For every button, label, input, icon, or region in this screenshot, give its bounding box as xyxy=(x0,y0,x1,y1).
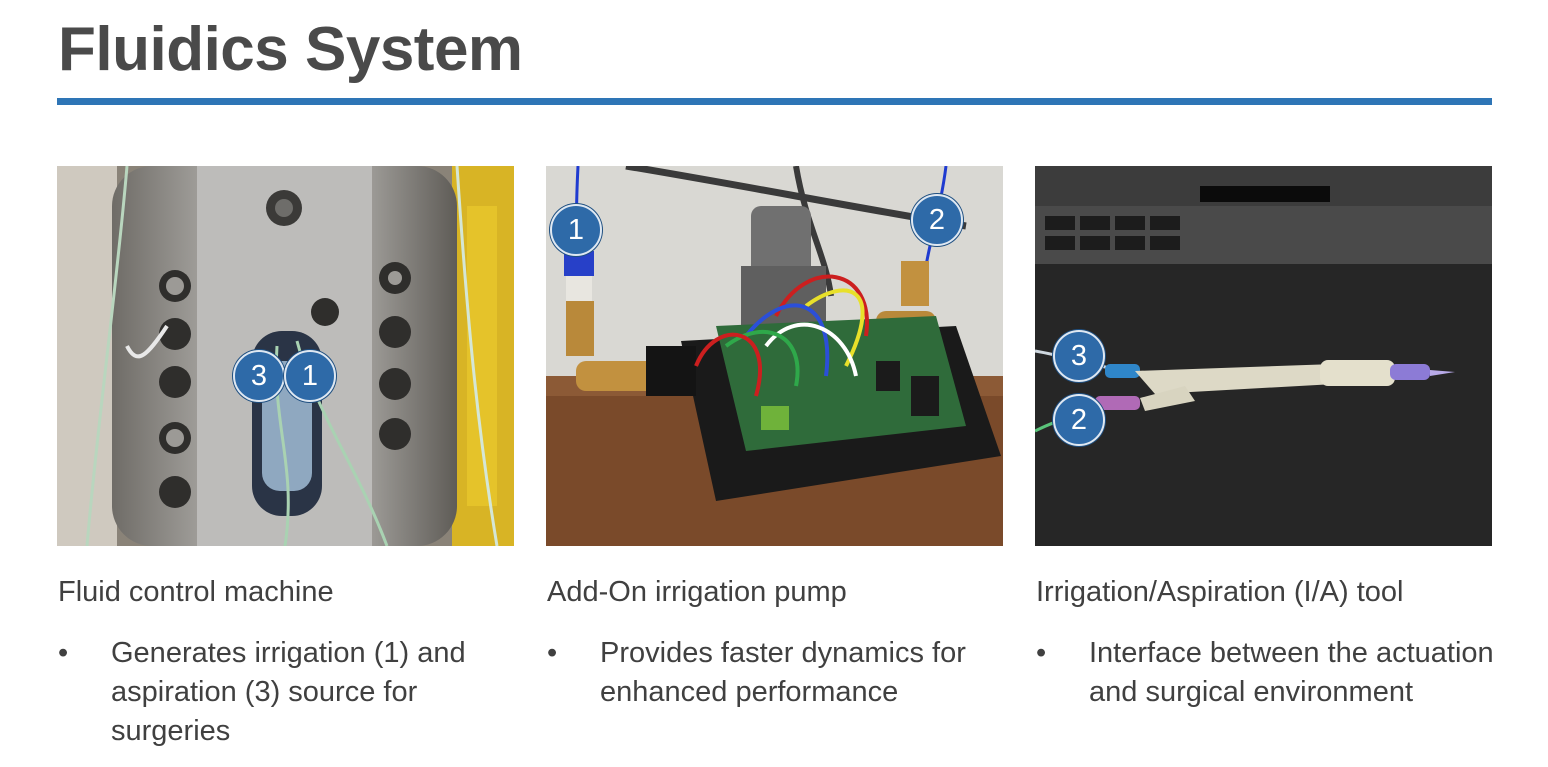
caption-fluid-control-machine: Fluid control machine xyxy=(58,576,334,608)
bullet-text: Provides faster dynamics for enhanced pe… xyxy=(600,637,966,708)
marker-aspiration: 3 xyxy=(233,350,285,402)
title-underline xyxy=(57,98,1492,105)
irrigation-pump-illustration xyxy=(546,166,1003,546)
marker-irrigation: 1 xyxy=(284,350,336,402)
column-ia-tool: 3 2 Irrigation/Aspiration (I/A) tool • I… xyxy=(1035,166,1494,708)
fluid-control-machine-photo: 3 1 xyxy=(57,166,514,546)
marker-irrigation: 2 xyxy=(1053,394,1105,446)
column-add-on-irrigation-pump: 1 2 Add-On irrigation pump • Provides fa… xyxy=(546,166,1003,708)
bullet-text: Interface between the actuation and surg… xyxy=(1089,637,1494,708)
column-fluid-control-machine: 3 1 Fluid control machine • Generates ir… xyxy=(57,166,514,747)
bullet-text: Generates irrigation (1) and aspiration … xyxy=(111,637,466,747)
fluid-control-machine-illustration xyxy=(57,166,514,546)
page-title: Fluidics System xyxy=(58,15,523,84)
ia-tool-photo: 3 2 xyxy=(1035,166,1492,546)
bullet-dot: • xyxy=(547,637,558,669)
irrigation-pump-photo: 1 2 xyxy=(546,166,1003,546)
caption-ia-tool: Irrigation/Aspiration (I/A) tool xyxy=(1036,576,1404,608)
bullet-dot: • xyxy=(58,637,69,669)
marker-aspiration: 3 xyxy=(1053,330,1105,382)
ia-tool-illustration xyxy=(1035,166,1492,546)
marker-irrigation-input: 1 xyxy=(550,204,602,256)
caption-add-on-irrigation-pump: Add-On irrigation pump xyxy=(547,576,847,608)
bullet-dot: • xyxy=(1036,637,1047,669)
marker-irrigation-output: 2 xyxy=(911,194,963,246)
